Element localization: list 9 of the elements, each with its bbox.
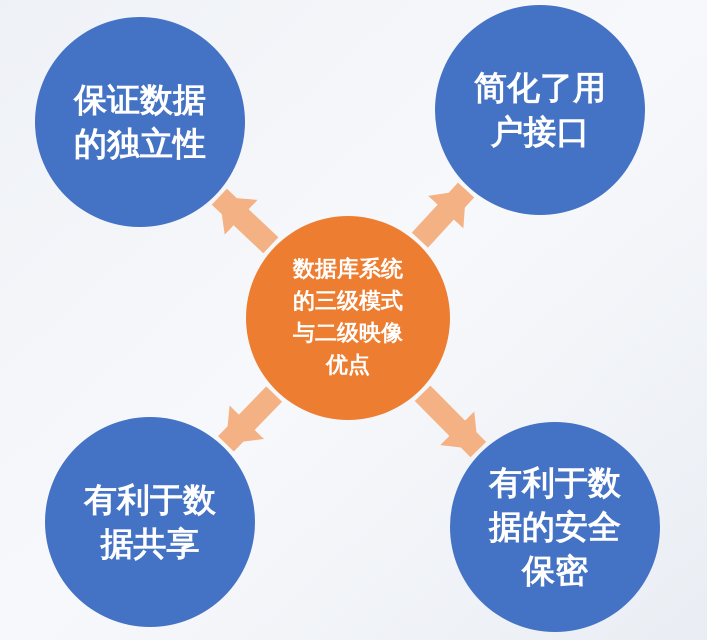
node-label: 简化了用户接口	[473, 67, 607, 153]
block-arrow	[414, 386, 486, 458]
node-label: 有利于数据共享	[82, 479, 217, 565]
node-label: 数据库系统的三级模式与二级映像优点	[292, 256, 404, 380]
block-arrow	[212, 188, 278, 254]
node-label: 有利于数据的安全保密	[487, 462, 622, 592]
node-label: 保证数据的独立性	[72, 79, 207, 165]
block-arrow	[412, 182, 474, 248]
block-arrow	[218, 386, 282, 452]
